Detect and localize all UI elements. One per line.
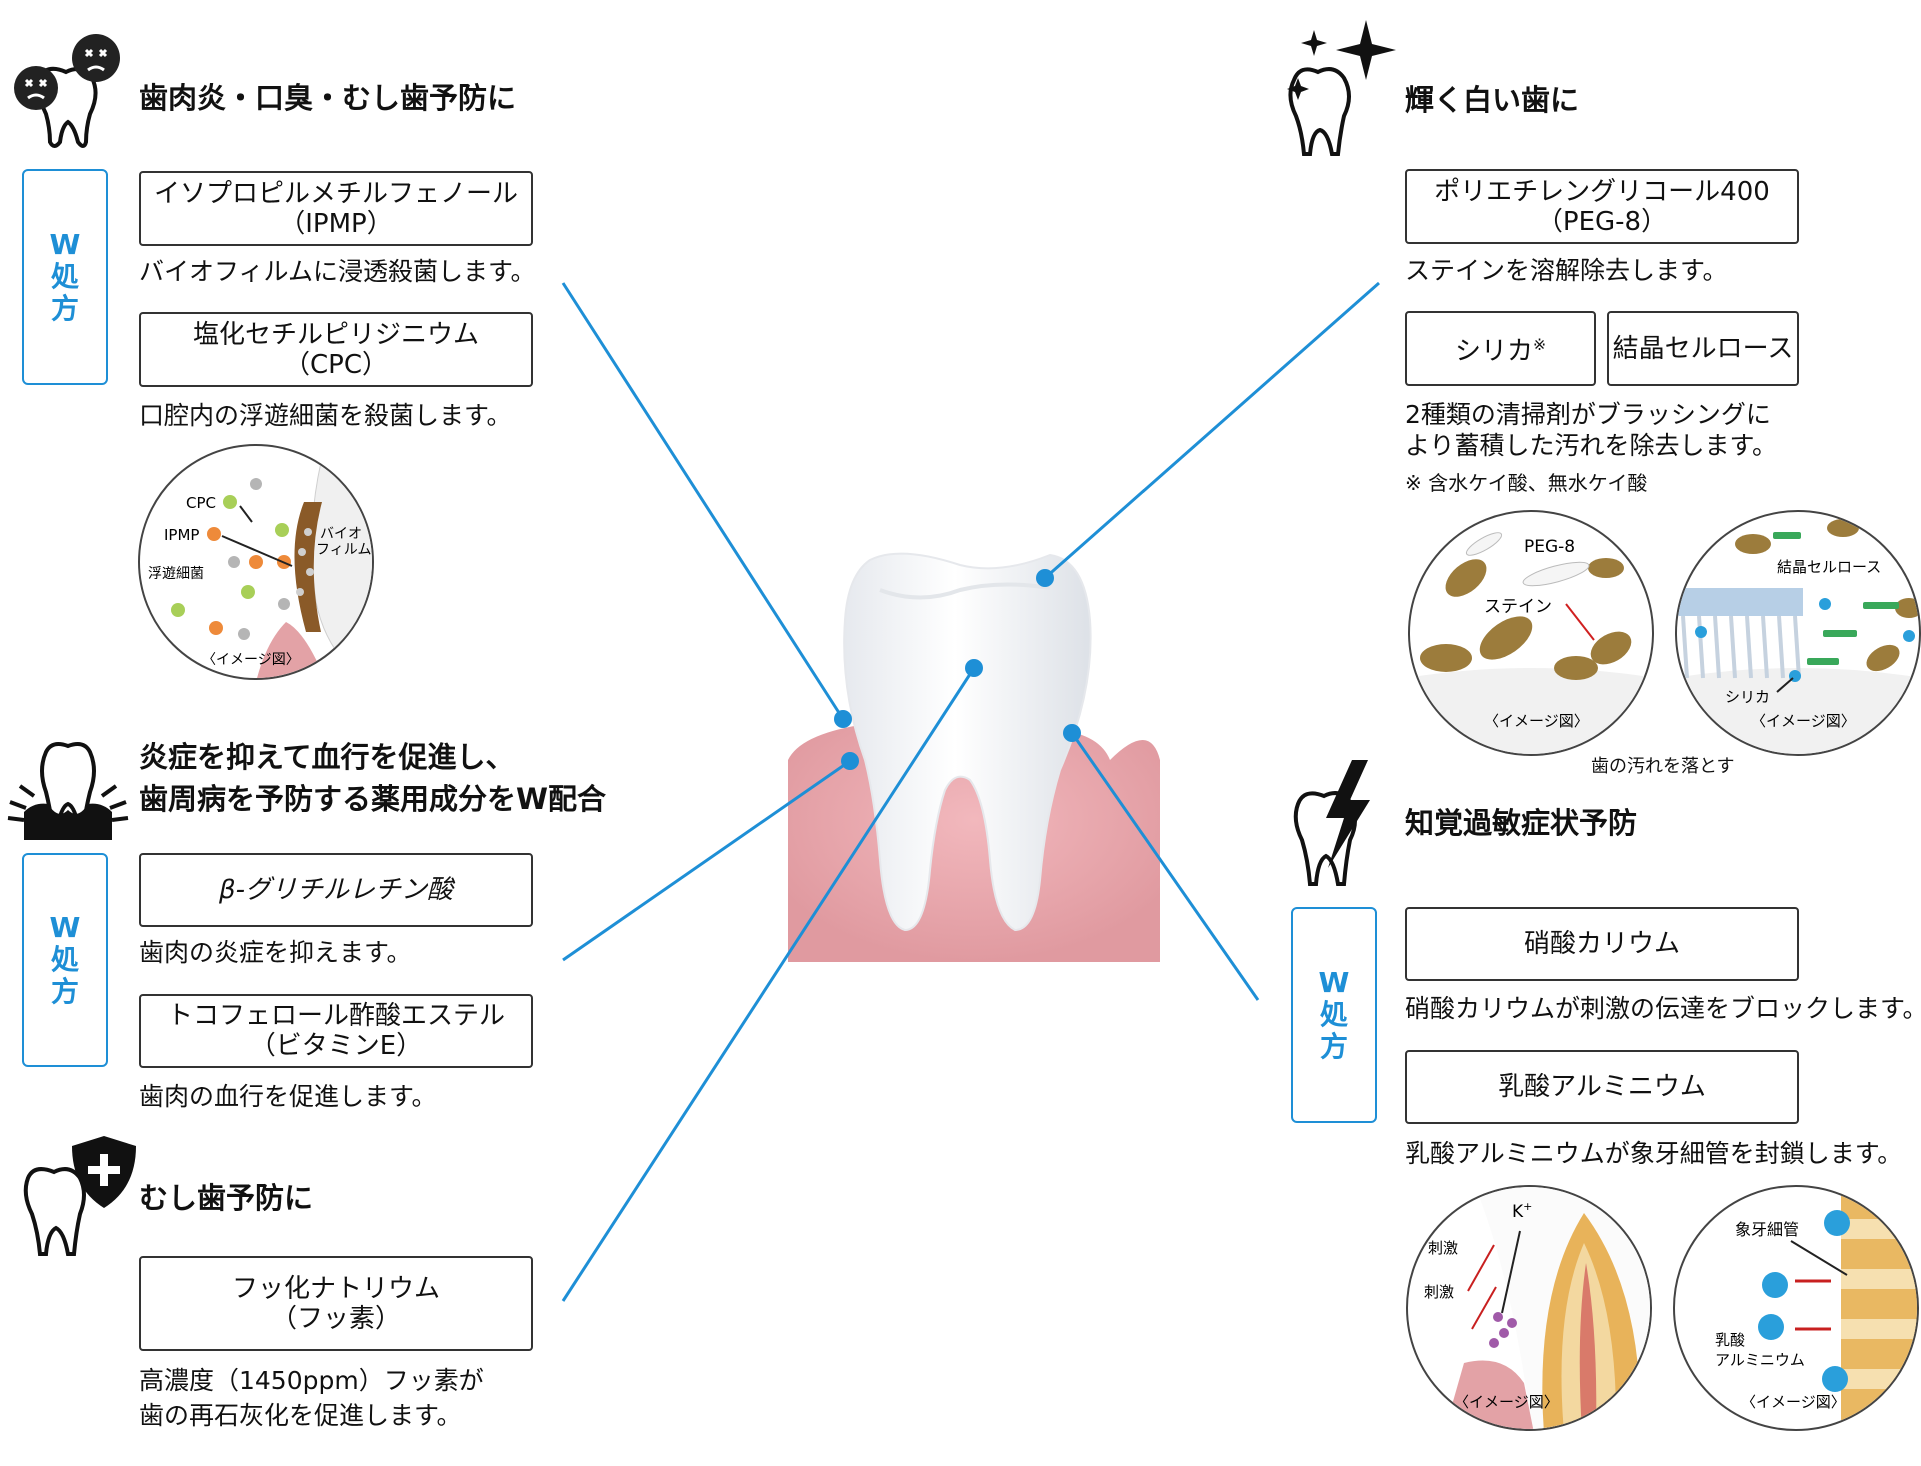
connector-line-inflam [562,759,851,962]
label-stimulus-1: 刺激 [1428,1239,1458,1257]
silica-footnote: ※ 含水ケイ酸、無水ケイ酸 [1405,471,1648,495]
label-biofilm-2: フィルム [316,542,371,558]
shield-tooth-icon [23,1136,136,1256]
glycyrrhetinic-description: 歯肉の炎症を抑えます。 [139,938,412,967]
biofilm-illustration: CPC IPMP 浮遊細菌 バイオ フィルム 〈イメージ図〉 [138,444,374,680]
connector-line-gum [561,282,845,720]
cleaner-description-line1: 2種類の清掃剤がブラッシングに [1405,400,1771,429]
w-formula-badge-inflam: W 処 方 [22,853,108,1067]
label-dentin-tubule: 象牙細管 [1735,1220,1799,1239]
ingredient-box-aluminum-lactate: 乳酸アルミニウム [1405,1050,1799,1124]
ipmp-description: バイオフィルムに浸透殺菌します。 [139,257,536,286]
label-aluminum-1: 乳酸 [1715,1331,1745,1349]
label-k: K+ [1512,1200,1532,1222]
label-stimulus-2: 刺激 [1424,1283,1454,1301]
lightning-tooth-icon [1293,760,1370,886]
label-aluminum-2: アルミニウム [1715,1351,1805,1369]
sick-tooth-icon [14,34,120,148]
connector-dot-gum [834,710,852,728]
illustration-caption: 〈イメージ図〉 [202,652,300,668]
connector-dot-white [1036,569,1054,587]
cavity-heading: むし歯予防に [139,1181,314,1215]
connector-dot-sensitive [1063,724,1081,742]
connector-dot-inflam [841,752,859,770]
label-silica-illus: シリカ [1725,688,1770,706]
brushing-illustration-caption: 〈イメージ図〉 [1751,712,1856,730]
label-biofilm-1: バイオ [320,526,362,542]
stain-illustration-caption: 〈イメージ図〉 [1484,712,1589,730]
potassium-nitrate-description: 硝酸カリウムが刺激の伝達をブロックします。 [1405,994,1921,1023]
label-cpc: CPC [186,494,216,512]
aluminum-lactate-description: 乳酸アルミニウムが象牙細管を封鎖します。 [1405,1139,1903,1168]
sparkle-tooth-icon [1287,20,1396,156]
dentin-seal-illustration: 象牙細管 乳酸 アルミニウム 〈イメージ図〉 [1673,1185,1919,1431]
connector-line-sensitive [1070,732,1260,1001]
ingredient-box-cellulose: 結晶セルロース [1607,311,1799,386]
fluoride-description-line1: 高濃度（1450ppm）フッ素が [139,1366,484,1395]
ingredient-box-sodium-fluoride: フッ化ナトリウム （フッ素） [139,1256,533,1351]
ingredient-box-cpc: 塩化セチルピリジニウム （CPC） [139,312,533,387]
gum-heading: 歯肉炎・口臭・むし歯予防に [139,81,517,115]
label-stain: ステイン [1484,597,1552,617]
tocopherol-description: 歯肉の血行を促進します。 [139,1082,437,1111]
peg8-description: ステインを溶解除去します。 [1405,256,1728,285]
tooth-occlusal-groove [879,582,1051,600]
connector-line-cavity [561,667,976,1302]
ingredient-box-glycyrrhetinic: β-グリチルレチン酸 [139,853,533,927]
label-floating-bacteria: 浮遊細菌 [148,566,204,582]
white-heading: 輝く白い歯に [1405,83,1580,117]
label-cellulose-illus: 結晶セルロース [1777,558,1881,576]
ingredient-box-ipmp: イソプロピルメチルフェノール （IPMP） [139,171,533,246]
inflam-heading-line1: 炎症を抑えて血行を促進し、 [139,740,515,774]
stain-removal-illustration: PEG-8 ステイン 〈イメージ図〉 [1408,510,1654,756]
label-peg8: PEG-8 [1524,537,1575,557]
stain-removal-caption: 歯の汚れを落とす [1591,756,1735,777]
ingredient-box-peg8: ポリエチレングリコール400 （PEG-8） [1405,169,1799,244]
cleaner-description-line2: より蓄積した汚れを除去します。 [1405,431,1778,460]
dentin-illustration-caption: 〈イメージ図〉 [1741,1393,1846,1411]
nerve-illustration-caption: 〈イメージ図〉 [1454,1393,1559,1411]
ingredient-box-tocopherol: トコフェロール酢酸エステル （ビタミンE） [139,994,533,1068]
w-formula-badge-gum: W 処 方 [22,169,108,385]
fluoride-description-line2: 歯の再石灰化を促進します。 [139,1401,462,1430]
inflamed-gum-icon [7,742,129,840]
tooth-shape [843,552,1092,932]
sensitive-heading: 知覚過敏症状予防 [1405,806,1638,840]
ingredient-box-potassium-nitrate: 硝酸カリウム [1405,907,1799,981]
connector-dot-cavity [965,659,983,677]
nerve-block-illustration: K+ 刺激 刺激 〈イメージ図〉 [1406,1185,1652,1431]
connector-line-white [1044,281,1380,580]
ingredient-box-silica: シリカ※ [1405,311,1596,386]
brushing-illustration: 結晶セルロース シリカ 〈イメージ図〉 [1675,510,1921,756]
cpc-description: 口腔内の浮遊細菌を殺菌します。 [139,401,512,430]
label-ipmp: IPMP [164,526,199,544]
w-formula-badge-sensitive: W 処 方 [1291,907,1377,1123]
inflam-heading-line2: 歯周病を予防する薬用成分をW配合 [139,782,606,816]
